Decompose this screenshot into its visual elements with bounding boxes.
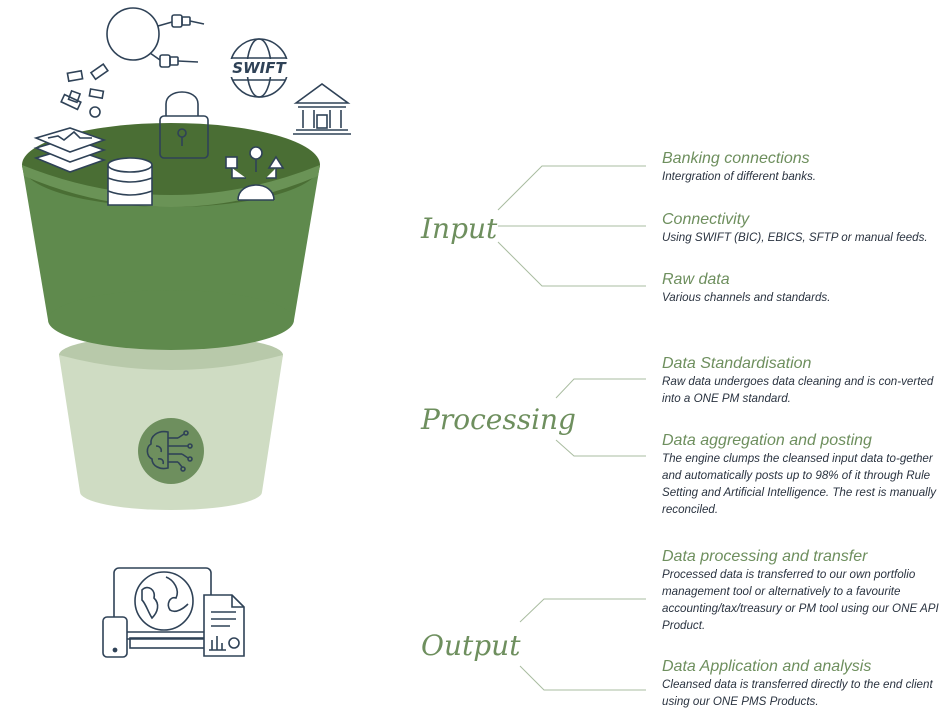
org-chart-icon (225, 146, 285, 201)
item-description: Processed data is transferred to our own… (662, 568, 939, 632)
item-data-application: Data Application and analysis Cleansed d… (662, 657, 942, 710)
item-description: The engine clumps the cleansed input dat… (662, 452, 937, 516)
swift-text: SWIFT (232, 59, 287, 77)
ai-brain-icon (138, 418, 204, 484)
lock-icon (159, 91, 209, 159)
bank-icon (293, 83, 351, 135)
item-title: Data processing and transfer (662, 548, 868, 565)
connector-lines (497, 165, 646, 691)
item-title: Connectivity (662, 211, 750, 228)
item-title: Data Application and analysis (662, 658, 872, 675)
item-data-processing-transfer: Data processing and transfer Processed d… (662, 547, 942, 634)
input-bucket (22, 123, 320, 350)
item-title: Data aggregation and posting (662, 432, 872, 449)
item-title: Data Standardisation (662, 355, 812, 372)
item-banking-connections: Banking connections Intergration of diff… (662, 149, 942, 185)
item-description: Using SWIFT (BIC), EBICS, SFTP or manual… (662, 231, 928, 244)
stage-input-label: Input (421, 212, 498, 245)
item-description: Intergration of different banks. (662, 170, 817, 183)
stage-output-label: Output (421, 629, 521, 662)
item-raw-data: Raw data Various channels and standards. (662, 270, 942, 306)
network-icon (106, 7, 205, 68)
item-data-aggregation: Data aggregation and posting The engine … (662, 431, 942, 518)
item-description: Cleansed data is transferred directly to… (662, 678, 933, 708)
data-fragments-icon (60, 63, 109, 118)
devices-globe-icon (102, 567, 245, 658)
documents-stack-icon (33, 127, 107, 173)
swift-globe-icon (228, 38, 290, 98)
item-title: Raw data (662, 271, 730, 288)
item-description: Various channels and standards. (662, 291, 831, 304)
item-data-standardisation: Data Standardisation Raw data undergoes … (662, 354, 942, 407)
database-icon (107, 157, 153, 206)
item-connectivity: Connectivity Using SWIFT (BIC), EBICS, S… (662, 210, 942, 246)
item-title: Banking connections (662, 150, 810, 167)
item-description: Raw data undergoes data cleaning and is … (662, 375, 934, 405)
stage-processing-label: Processing (421, 403, 576, 436)
